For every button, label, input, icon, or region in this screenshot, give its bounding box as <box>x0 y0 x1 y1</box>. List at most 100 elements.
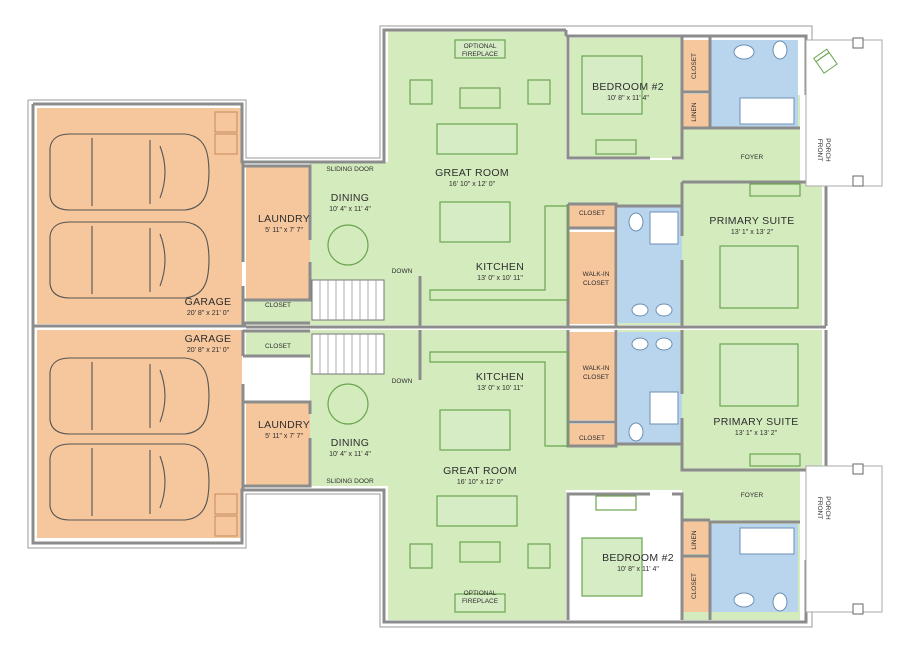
garage-label: GARAGE <box>185 296 232 308</box>
walkin-top-fill <box>568 232 616 324</box>
bedroom2-label: BEDROOM #2 <box>592 81 664 93</box>
optional-fireplace-label: FIREPLACE <box>462 598 499 605</box>
walk-in-closet-label: CLOSET <box>583 374 609 381</box>
sliding-door-label: SLIDING DOOR <box>326 166 374 173</box>
great-room-label: GREAT ROOM <box>443 465 517 477</box>
walk-in-closet-label: WALK-IN <box>583 365 610 372</box>
dresser-icon <box>595 139 637 155</box>
kitchen-counter-icon <box>429 205 569 301</box>
sink-icon <box>631 303 649 317</box>
toilet-icon <box>772 40 788 60</box>
closet-primary-bottom-fill <box>568 424 616 446</box>
closet-label: CLOSET <box>265 343 291 350</box>
garage-dim: 20' 8" x 21' 0" <box>187 347 230 354</box>
optional-fireplace-label: OPTIONAL <box>464 43 497 50</box>
garage-dim: 20' 8" x 21' 0" <box>187 310 230 317</box>
linen-label: LINEN <box>691 102 698 121</box>
car-icon <box>49 443 210 521</box>
kitchen-dim: 13' 0" x 10' 11" <box>477 275 523 282</box>
primary-bath-bottom-fill <box>618 332 682 444</box>
stair-icon <box>311 279 385 375</box>
foyer-label: FOYER <box>741 492 764 499</box>
bedroom2-dim: 10' 8" x 11' 4" <box>617 566 659 573</box>
dining-label: DINING <box>331 192 370 204</box>
primary-suite-label: PRIMARY SUITE <box>713 416 798 428</box>
bed-icon <box>581 537 643 597</box>
great-room-dim: 16' 10" x 12' 0" <box>449 181 496 188</box>
walls <box>27 25 828 628</box>
walkin-bottom-fill <box>568 332 616 420</box>
primary-suite-label: PRIMARY SUITE <box>709 215 794 227</box>
bathtub-icon <box>739 527 795 555</box>
garage-label: GARAGE <box>185 333 232 345</box>
toilet-icon <box>772 592 788 612</box>
bed-icon <box>581 55 643 115</box>
great-room-label: GREAT ROOM <box>435 167 509 179</box>
chair-icon <box>409 543 433 569</box>
walk-in-closet-label: CLOSET <box>583 280 609 287</box>
cars <box>49 111 238 537</box>
bed-icon <box>719 245 799 309</box>
linen-bottom-fill <box>683 520 709 554</box>
down-label: DOWN <box>392 268 413 275</box>
furniture <box>311 39 801 613</box>
closet-label: CLOSET <box>265 302 291 309</box>
garage-top-fill <box>37 108 242 324</box>
sofa-icon <box>436 123 518 155</box>
fixtures <box>628 40 795 612</box>
optional-fireplace-label: FIREPLACE <box>462 51 499 58</box>
kitchen-label: KITCHEN <box>476 371 524 383</box>
linen-label: LINEN <box>691 530 698 549</box>
sofa-icon <box>436 495 518 527</box>
dining-table-icon <box>327 383 369 425</box>
fireplace-icon <box>454 39 506 59</box>
kitchen-dim: 13' 0" x 10' 11" <box>477 385 523 392</box>
front-porch-label: FRONT <box>816 139 823 161</box>
closet-label: CLOSET <box>691 53 698 79</box>
bed-icon <box>719 343 799 407</box>
shower-icon <box>649 211 679 245</box>
closet-primary-top-fill <box>568 205 616 227</box>
linen-top-fill <box>683 94 709 128</box>
chair-icon <box>527 79 551 105</box>
bathtub-icon <box>739 97 795 125</box>
toilet-icon <box>628 422 644 442</box>
fireplace-icon <box>454 593 506 613</box>
dresser-icon <box>595 495 637 511</box>
sink-icon <box>733 592 755 608</box>
labels-top: OPTIONAL FIREPLACE BEDROOM #2 10' 8" x 1… <box>185 43 831 317</box>
closet-label: CLOSET <box>579 435 605 442</box>
sink-icon <box>631 337 649 351</box>
kitchen-island-icon <box>439 409 511 451</box>
dresser-icon <box>749 183 801 197</box>
dresser-icon <box>749 453 801 467</box>
laundry-bottom-fill <box>246 402 310 486</box>
sink-icon <box>655 303 673 317</box>
car-icon <box>49 221 210 299</box>
sink-icon <box>655 337 673 351</box>
front-porch-label: PORCH <box>824 138 831 162</box>
dining-dim: 10' 4" x 11' 4" <box>329 451 371 458</box>
walk-in-closet-label: WALK-IN <box>583 271 610 278</box>
chair-icon <box>813 48 838 74</box>
dining-dim: 10' 4" x 11' 4" <box>329 206 371 213</box>
car-icon <box>49 133 210 211</box>
coffee-table-icon <box>459 87 501 109</box>
optional-fireplace-label: OPTIONAL <box>464 590 497 597</box>
chair-icon <box>527 543 551 569</box>
dining-label: DINING <box>331 437 370 449</box>
laundry-label: LAUNDRY <box>258 213 310 225</box>
sink-icon <box>733 44 755 60</box>
great-room-dim: 16' 10" x 12' 0" <box>457 479 504 486</box>
front-porch-label: PORCH <box>824 496 831 520</box>
dining-table-icon <box>327 224 369 266</box>
closet-label: CLOSET <box>691 573 698 599</box>
shower-icon <box>649 391 679 425</box>
foyer-label: FOYER <box>741 154 764 161</box>
car-icon <box>49 357 210 435</box>
primary-suite-dim: 13' 1" x 13' 2" <box>735 430 778 437</box>
bedroom2-dim: 10' 8" x 11' 4" <box>607 95 649 102</box>
toilet-icon <box>628 212 644 232</box>
porches <box>805 37 883 615</box>
